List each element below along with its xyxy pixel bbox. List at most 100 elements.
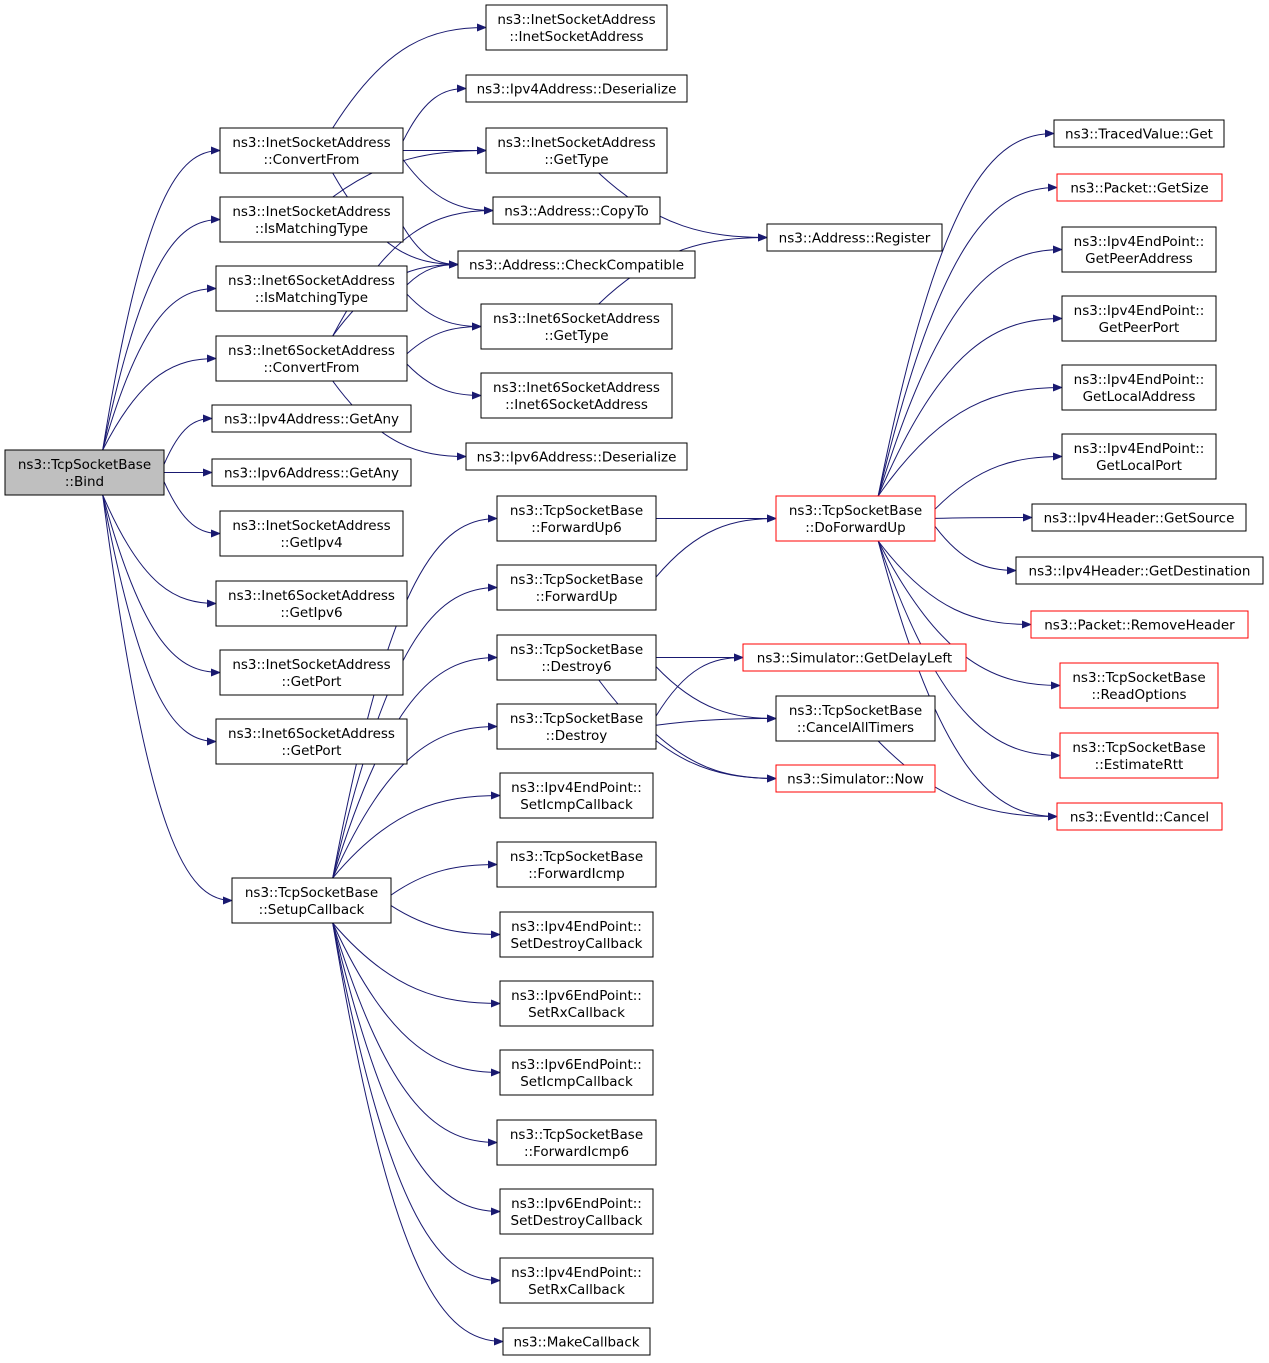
call-edge-tsb_bind-to-inet6_getport bbox=[102, 494, 217, 746]
node-ipv6-deser[interactable]: ns3::Ipv6Address::Deserialize bbox=[465, 442, 688, 471]
node-label-line: ns3::TcpSocketBase bbox=[510, 711, 643, 727]
node-inet6-convert[interactable]: ns3::Inet6SocketAddress::ConvertFrom bbox=[215, 335, 408, 382]
node-label-line: ns3::InetSocketAddress bbox=[232, 657, 390, 673]
node-box bbox=[457, 250, 696, 279]
node-ipv4hdr-getsource[interactable]: ns3::Ipv4Header::GetSource bbox=[1031, 503, 1247, 532]
node-ipv4-deser[interactable]: ns3::Ipv4Address::Deserialize bbox=[465, 74, 688, 103]
call-edge-tsb_dofwdup-to-eventid_cancel bbox=[877, 540, 1058, 821]
node-ipv4ep-getpeeraddr[interactable]: ns3::Ipv4EndPoint::GetPeerAddress bbox=[1061, 226, 1217, 273]
node-ipv4ep-getpeerport[interactable]: ns3::Ipv4EndPoint::GetPeerPort bbox=[1061, 295, 1217, 342]
node-sim-getdelayleft[interactable]: ns3::Simulator::GetDelayLeft bbox=[742, 643, 967, 672]
node-label-line: ::Inet6SocketAddress bbox=[505, 397, 648, 413]
call-edge-tsb_destroy-to-sim_getdelayleft bbox=[655, 653, 744, 717]
call-edge-tsb_dofwdup-to-ipv4ep_getpeeraddr bbox=[877, 245, 1063, 497]
node-label-line: ns3::TracedValue::Get bbox=[1065, 127, 1213, 143]
call-edge-tsb_dofwdup-to-ipv4hdr_getsource bbox=[934, 513, 1033, 522]
node-tsb-estimatertt[interactable]: ns3::TcpSocketBase::EstimateRtt bbox=[1059, 732, 1219, 779]
node-box bbox=[231, 877, 392, 924]
call-edge-tsb_destroy-to-tsb_cancelall bbox=[655, 714, 777, 726]
node-ipv6ep-setdestroy[interactable]: ns3::Ipv6EndPoint::SetDestroyCallback bbox=[499, 1188, 654, 1235]
node-box bbox=[775, 495, 936, 542]
node-label-line: ns3::InetSocketAddress bbox=[497, 135, 655, 151]
node-ipv4-getany[interactable]: ns3::Ipv4Address::GetAny bbox=[211, 404, 412, 433]
node-label-line: ::SetupCallback bbox=[259, 902, 365, 918]
call-edge-tsb_bind-to-tsb_setupcb bbox=[102, 494, 233, 905]
call-edge-inet6_ismatch-to-inet6_gettype bbox=[406, 293, 482, 331]
node-label-line: ::GetPort bbox=[282, 674, 342, 690]
node-ipv6-getany[interactable]: ns3::Ipv6Address::GetAny bbox=[211, 458, 412, 487]
node-label-line: ns3::Ipv4EndPoint:: bbox=[1074, 234, 1205, 250]
node-inet-getport[interactable]: ns3::InetSocketAddress::GetPort bbox=[219, 649, 404, 696]
node-label-line: ns3::TcpSocketBase bbox=[789, 503, 922, 519]
node-packet-getsize[interactable]: ns3::Packet::GetSize bbox=[1056, 173, 1223, 202]
node-box bbox=[1061, 295, 1217, 342]
node-inet6-ismatch[interactable]: ns3::Inet6SocketAddress::IsMatchingType bbox=[215, 265, 408, 312]
node-makecallback[interactable]: ns3::MakeCallback bbox=[502, 1327, 651, 1356]
node-tsb-destroy6[interactable]: ns3::TcpSocketBase::Destroy6 bbox=[496, 634, 657, 681]
node-tsb-setupcb[interactable]: ns3::TcpSocketBase::SetupCallback bbox=[231, 877, 392, 924]
call-edge-tsb_setupcb-to-ipv4ep_seticmp bbox=[332, 791, 501, 879]
call-edge-tsb_setupcb-to-tsb_fwdicmp bbox=[390, 860, 498, 896]
node-tsb-fwdup[interactable]: ns3::TcpSocketBase::ForwardUp bbox=[496, 564, 657, 611]
node-label-line: ::GetIpv6 bbox=[280, 605, 342, 621]
node-box bbox=[1059, 662, 1219, 709]
node-label-line: GetLocalAddress bbox=[1083, 389, 1196, 405]
node-box bbox=[775, 695, 936, 742]
node-inet-convert[interactable]: ns3::InetSocketAddress::ConvertFrom bbox=[219, 127, 404, 174]
node-eventid-cancel[interactable]: ns3::EventId::Cancel bbox=[1056, 802, 1223, 831]
node-tracedvalue-get[interactable]: ns3::TracedValue::Get bbox=[1053, 119, 1225, 148]
call-edge-tsb_dofwdup-to-tracedvalue_get bbox=[877, 129, 1055, 497]
node-label-line: ns3::Inet6SocketAddress bbox=[493, 311, 660, 327]
node-label-line: SetIcmpCallback bbox=[520, 1074, 633, 1090]
call-edge-tsb_bind-to-inet_getport bbox=[102, 494, 221, 677]
node-label-line: ::ForwardUp bbox=[536, 589, 618, 605]
node-inet6-ctor[interactable]: ns3::Inet6SocketAddress::Inet6SocketAddr… bbox=[480, 372, 673, 419]
node-tsb-fwdup6[interactable]: ns3::TcpSocketBase::ForwardUp6 bbox=[496, 495, 657, 542]
node-packet-removeheader[interactable]: ns3::Packet::RemoveHeader bbox=[1030, 610, 1249, 639]
node-label-line: ::ConvertFrom bbox=[264, 360, 360, 376]
node-box bbox=[1056, 173, 1223, 202]
node-inet-ctor[interactable]: ns3::InetSocketAddress::InetSocketAddres… bbox=[485, 4, 668, 51]
node-addr-checkcompat[interactable]: ns3::Address::CheckCompatible bbox=[457, 250, 696, 279]
node-inet6-getport[interactable]: ns3::Inet6SocketAddress::GetPort bbox=[215, 718, 408, 765]
node-sim-now[interactable]: ns3::Simulator::Now bbox=[775, 764, 936, 793]
node-tsb-cancelall[interactable]: ns3::TcpSocketBase::CancelAllTimers bbox=[775, 695, 936, 742]
node-ipv4ep-seticmp[interactable]: ns3::Ipv4EndPoint::SetIcmpCallback bbox=[499, 772, 654, 819]
node-ipv4hdr-getdest[interactable]: ns3::Ipv4Header::GetDestination bbox=[1015, 556, 1264, 585]
node-label-line: ns3::Address::CopyTo bbox=[504, 204, 649, 220]
node-label-line: ns3::Ipv6EndPoint:: bbox=[511, 1057, 642, 1073]
node-box bbox=[219, 196, 404, 243]
call-edge-tsb_setupcb-to-tsb_destroy6 bbox=[332, 653, 498, 879]
node-tsb-dofwdup[interactable]: ns3::TcpSocketBase::DoForwardUp bbox=[775, 495, 936, 542]
call-edge-inet6_gettype-to-addr_register bbox=[598, 233, 768, 305]
node-label-line: ns3::Inet6SocketAddress bbox=[493, 380, 660, 396]
node-box bbox=[1031, 503, 1247, 532]
node-ipv6ep-setrx[interactable]: ns3::Ipv6EndPoint::SetRxCallback bbox=[499, 980, 654, 1027]
call-edge-tsb_dofwdup-to-tsb_readoptions bbox=[877, 540, 1061, 690]
node-addr-copyto[interactable]: ns3::Address::CopyTo bbox=[492, 196, 661, 225]
node-inet-ismatch[interactable]: ns3::InetSocketAddress::IsMatchingType bbox=[219, 196, 404, 243]
node-box bbox=[499, 1049, 654, 1096]
node-tsb-fwdicmp6[interactable]: ns3::TcpSocketBase::ForwardIcmp6 bbox=[496, 1119, 657, 1166]
node-label-line: ::GetType bbox=[544, 328, 608, 344]
call-edge-tsb_destroy6-to-tsb_cancelall bbox=[655, 666, 777, 723]
node-box bbox=[742, 643, 967, 672]
node-label-line: ns3::Inet6SocketAddress bbox=[228, 588, 395, 604]
node-ipv4ep-getlocalport[interactable]: ns3::Ipv4EndPoint::GetLocalPort bbox=[1061, 433, 1217, 480]
node-inet6-gettype[interactable]: ns3::Inet6SocketAddress::GetType bbox=[480, 303, 673, 350]
node-ipv4ep-setrx[interactable]: ns3::Ipv4EndPoint::SetRxCallback bbox=[499, 1257, 654, 1304]
node-label-line: GetLocalPort bbox=[1096, 458, 1182, 474]
node-inet-gettype[interactable]: ns3::InetSocketAddress::GetType bbox=[485, 127, 668, 174]
node-ipv4ep-setdestroy[interactable]: ns3::Ipv4EndPoint::SetDestroyCallback bbox=[499, 911, 654, 958]
node-tsb-bind[interactable]: ns3::TcpSocketBase::Bind bbox=[4, 449, 165, 496]
node-inet-getipv4[interactable]: ns3::InetSocketAddress::GetIpv4 bbox=[219, 510, 404, 557]
node-addr-register[interactable]: ns3::Address::Register bbox=[766, 223, 943, 252]
node-tsb-fwdicmp[interactable]: ns3::TcpSocketBase::ForwardIcmp bbox=[496, 841, 657, 888]
node-tsb-destroy[interactable]: ns3::TcpSocketBase::Destroy bbox=[496, 703, 657, 750]
node-ipv6ep-seticmp[interactable]: ns3::Ipv6EndPoint::SetIcmpCallback bbox=[499, 1049, 654, 1096]
node-box bbox=[215, 718, 408, 765]
node-inet6-getipv6[interactable]: ns3::Inet6SocketAddress::GetIpv6 bbox=[215, 580, 408, 627]
node-ipv4ep-getlocaladdr[interactable]: ns3::Ipv4EndPoint::GetLocalAddress bbox=[1061, 364, 1217, 411]
node-tsb-readoptions[interactable]: ns3::TcpSocketBase::ReadOptions bbox=[1059, 662, 1219, 709]
node-label-line: ns3::Simulator::GetDelayLeft bbox=[757, 651, 952, 667]
